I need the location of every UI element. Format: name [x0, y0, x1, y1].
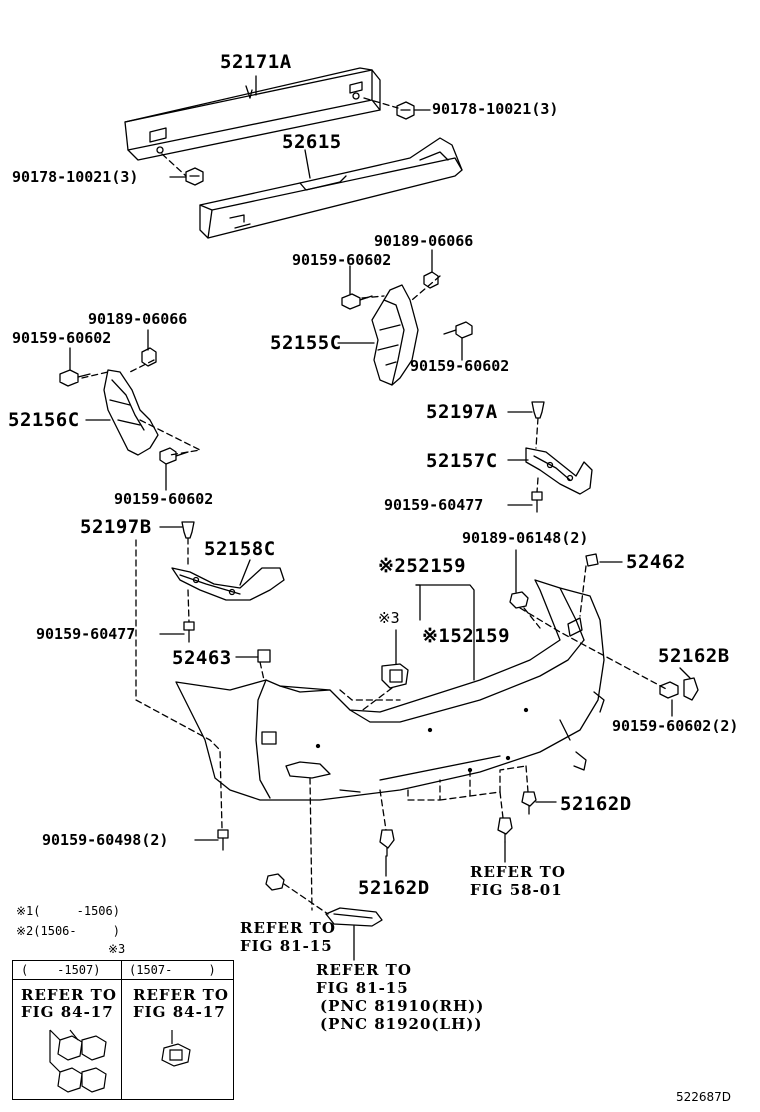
part-90178-10021-right: 90178-10021(3)	[432, 100, 559, 118]
inset-sensor-drawings	[49, 1029, 191, 1093]
part-52156C: 52156C	[8, 409, 80, 431]
sensor-retainer-old-icon	[49, 1029, 107, 1093]
dashed-guide-lines	[81, 97, 669, 915]
part-52155C: 52155C	[270, 332, 342, 354]
inset-col2-refer-line2[interactable]: FIG 84-17	[133, 1003, 226, 1021]
part-90159-60498: 90159-60498(2)	[42, 831, 169, 849]
side-retainer-52158C	[171, 567, 285, 601]
bolt-90159-left-top	[59, 369, 91, 387]
note-2-date-range: ※2(1506- )	[16, 924, 120, 938]
part-52462: 52462	[626, 551, 686, 573]
part-52197A: 52197A	[426, 401, 498, 423]
sensor-retainer-new-icon	[161, 1030, 191, 1067]
note-1-date-range: ※1( -1506)	[16, 904, 120, 918]
refer-to-fig-58-01-line1[interactable]: REFER TO	[470, 863, 566, 881]
part-52162B: 52162B	[658, 645, 730, 667]
refer-to-fig-81-15-a-line2[interactable]: FIG 81-15	[240, 937, 333, 955]
energy-absorber-52615	[199, 137, 463, 239]
part-52162D-right: 52162D	[560, 793, 632, 815]
inset-col2-refer-line1[interactable]: REFER TO	[133, 986, 229, 1004]
refer-to-fig-58-01-line2[interactable]: FIG 58-01	[470, 881, 563, 899]
part-90159-60602-right-top: 90159-60602	[292, 251, 392, 269]
part-90159-60602-left-bottom: 90159-60602	[114, 490, 214, 508]
mark-note3: ※3	[378, 609, 400, 627]
screw-90159-60498	[217, 829, 229, 851]
bolt-90159-left-bottom	[159, 447, 189, 465]
pad-52462	[585, 553, 599, 567]
refer-to-fig-81-15-b-line1[interactable]: REFER TO	[316, 961, 412, 979]
inset-table: ( -1507) (1507- ) REFER TO FIG 84-17 REF…	[12, 960, 234, 1100]
clip-52162D-right	[521, 791, 537, 815]
part-90159-60602-left-top: 90159-60602	[12, 329, 112, 347]
part-52171A: 52171A	[220, 51, 292, 73]
part-52159-note2: ※252159	[378, 555, 467, 577]
part-90189-06066-right: 90189-06066	[374, 232, 474, 250]
side-retainer-52157C	[525, 447, 593, 495]
part-90159-60477-left: 90159-60477	[36, 625, 136, 643]
refer-to-fig-81-15-b-line2[interactable]: FIG 81-15	[316, 979, 409, 997]
bumper-sensor-holes	[315, 707, 529, 773]
part-90189-06148: 90189-06148(2)	[462, 529, 589, 547]
part-90189-06066-left: 90189-06066	[88, 310, 188, 328]
screw-fig-81-15	[265, 873, 285, 891]
inset-col1-refer-line1[interactable]: REFER TO	[21, 986, 117, 1004]
pnc-81920-lh: (PNC 81920(LH))	[320, 1015, 483, 1033]
clip-52162D-bottom	[379, 829, 395, 857]
inset-column-divider	[121, 961, 122, 1099]
part-52615: 52615	[282, 131, 342, 153]
refer-to-fig-81-15-a-line1[interactable]: REFER TO	[240, 919, 336, 937]
part-90159-60602-right-bottom: 90159-60602	[410, 357, 510, 375]
part-90178-10021-left: 90178-10021(3)	[12, 168, 139, 186]
part-52463: 52463	[172, 647, 232, 669]
inset-header-divider	[13, 979, 233, 980]
leader-lines	[69, 75, 691, 961]
bolt-90159-right-top	[341, 293, 373, 310]
retainer-52162B	[683, 677, 699, 701]
clip-nut-90178-right	[396, 101, 415, 120]
part-52158C: 52158C	[204, 538, 276, 560]
note-3-title: ※3	[108, 942, 126, 956]
screw-90159-60477-left	[183, 621, 195, 643]
part-52159-note1: ※152159	[422, 625, 511, 647]
rear-reflector	[325, 907, 383, 927]
nut-90189-left	[141, 347, 157, 367]
part-90159-60602-2: 90159-60602(2)	[612, 717, 739, 735]
pnc-81910-rh: (PNC 81910(RH))	[320, 997, 485, 1015]
sensor-retainer-52159	[381, 663, 409, 689]
part-52162D-bottom: 52162D	[358, 877, 430, 899]
reinforcement-beam-52171A	[124, 67, 381, 161]
bumper-bracket-52156C	[103, 369, 159, 456]
clip-nut-90178-left	[185, 167, 204, 186]
diagram-id: 522687D	[676, 1090, 732, 1104]
clip-fig-58-01	[497, 817, 513, 843]
rear-bumper-cover	[175, 579, 605, 801]
nut-90189-06148	[509, 591, 529, 609]
clip-52197B	[181, 521, 195, 539]
bolt-90159-60602-2	[659, 681, 679, 699]
clip-52197A	[531, 401, 545, 419]
part-52197B: 52197B	[80, 516, 152, 538]
part-52157C: 52157C	[426, 450, 498, 472]
inset-col1-refer-line2[interactable]: FIG 84-17	[21, 1003, 114, 1021]
screw-90159-60477-right	[531, 491, 543, 513]
inset-col2-header: (1507- )	[129, 963, 216, 977]
bumper-bracket-52155C	[371, 284, 419, 386]
part-90159-60477-right: 90159-60477	[384, 496, 484, 514]
inset-col1-header: ( -1507)	[21, 963, 101, 977]
bolt-90159-right-bottom	[443, 321, 473, 339]
pad-52463	[257, 649, 271, 663]
